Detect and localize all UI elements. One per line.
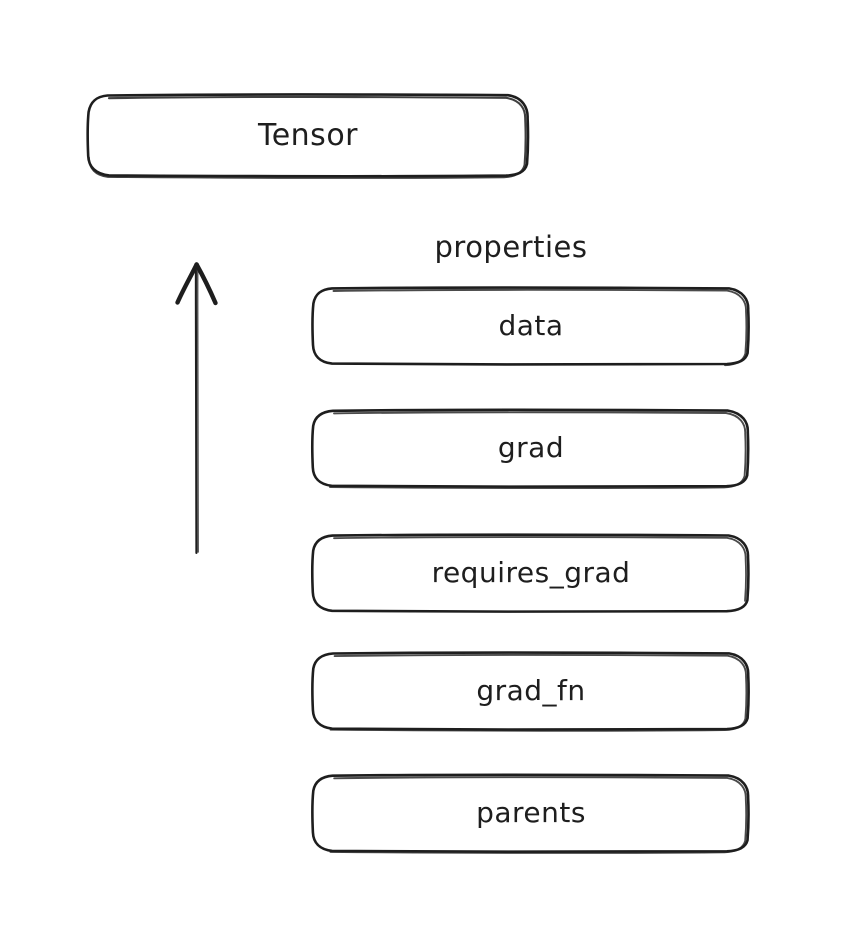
property-node-label: grad: [497, 430, 565, 464]
property-node-requires-grad[interactable]: requires_grad: [310, 532, 752, 614]
property-node-parents[interactable]: parents: [310, 772, 752, 854]
property-node-grad[interactable]: grad: [310, 407, 752, 490]
property-node-outline: [311, 773, 750, 854]
up-arrow-glyph: [175, 262, 218, 555]
property-node-label: requires_grad: [431, 555, 631, 589]
up-arrow: [160, 250, 240, 570]
tensor-node-outline: [86, 93, 530, 179]
property-node-data[interactable]: data: [310, 285, 752, 367]
properties-caption: properties: [434, 230, 588, 264]
property-node-outline: [311, 651, 750, 732]
property-node-label: data: [498, 308, 564, 342]
property-node-outline: [311, 533, 750, 614]
property-node-outline: [311, 408, 750, 490]
tensor-node-label: Tensor: [257, 117, 359, 153]
tensor-node[interactable]: Tensor: [85, 92, 531, 179]
property-node-label: parents: [476, 795, 586, 829]
property-node-label: grad_fn: [476, 673, 586, 707]
property-node-grad-fn[interactable]: grad_fn: [310, 650, 752, 732]
property-node-outline: [311, 286, 750, 367]
